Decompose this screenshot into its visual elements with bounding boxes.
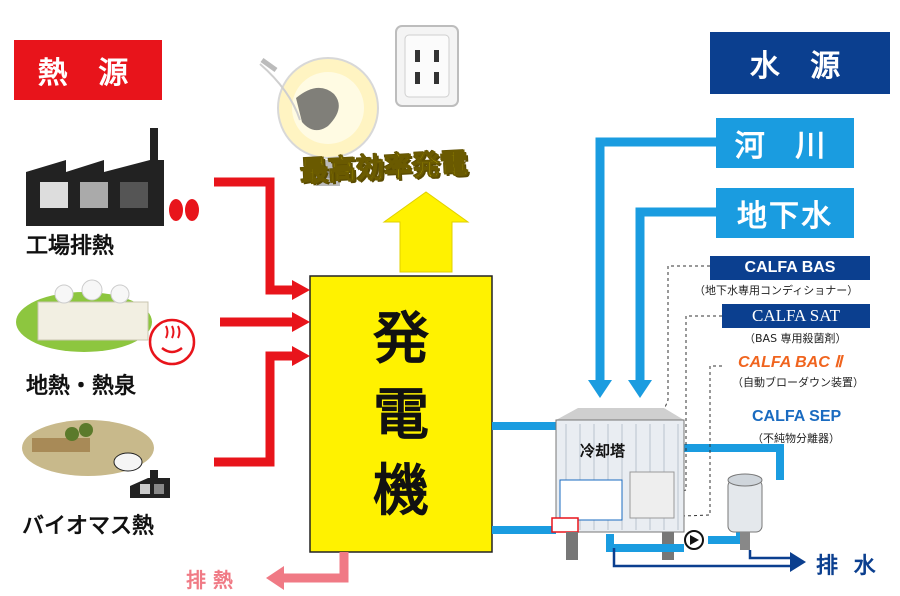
heat-source-title: 熱 源: [37, 56, 139, 91]
calfa-bas-desc: （地下水専用コンディショナー）: [694, 284, 859, 297]
calfa-bac-desc: （自動ブローダウン装置）: [732, 376, 864, 389]
calfa-bas-name: CALFA BAS: [744, 259, 836, 276]
biomass-label: バイオマス熱: [22, 514, 155, 539]
light-bulb-icon: [259, 57, 379, 186]
calfa-bas-badge: CALFA BAS: [710, 256, 870, 280]
power-outlet-icon: [395, 25, 459, 107]
factory-heat-label: 工場排熱: [26, 234, 115, 259]
calfa-sat-name: CALFA SAT: [751, 306, 840, 325]
generator-label: 発電機: [373, 307, 429, 524]
water-source-title: 水 源: [749, 49, 851, 84]
drain-label: 排 水: [816, 554, 880, 579]
heat-arrows: [214, 177, 296, 467]
water-source-badge: 水 源: [710, 32, 890, 94]
calfa-bac-name: CALFA BAC Ⅱ: [738, 354, 843, 371]
output-arrow: [382, 191, 470, 273]
cooling-tower-label: 冷却塔: [580, 442, 626, 460]
calfa-sep-desc: （不純物分離器）: [752, 432, 840, 445]
river-label: 河 川: [734, 129, 836, 164]
cooling-tower-icon: [551, 408, 685, 560]
exhaust-arrow: [266, 552, 349, 590]
geothermal-label: 地熱・熱泉: [26, 374, 137, 399]
generator-box: [309, 275, 493, 553]
groundwater-label: 地下水: [737, 199, 833, 234]
pump-icon: [684, 530, 704, 550]
groundwater-badge: 地下水: [716, 188, 854, 238]
calfa-sat-desc: （BAS 専用殺菌剤）: [744, 332, 847, 345]
biomass-icon: [22, 420, 170, 498]
drain-line: [612, 548, 806, 572]
heat-source-badge: 熱 源: [14, 40, 162, 100]
river-badge: 河 川: [716, 118, 854, 168]
calfa-sep-name: CALFA SEP: [752, 408, 842, 425]
factory-icon: [26, 128, 199, 226]
separator-icon: [727, 473, 763, 550]
exhaust-heat-label: 排 熱: [186, 568, 233, 592]
geothermal-plant-icon: [16, 279, 196, 366]
water-intake-lines: [595, 137, 716, 384]
calfa-sat-badge: CALFA SAT: [722, 304, 870, 328]
